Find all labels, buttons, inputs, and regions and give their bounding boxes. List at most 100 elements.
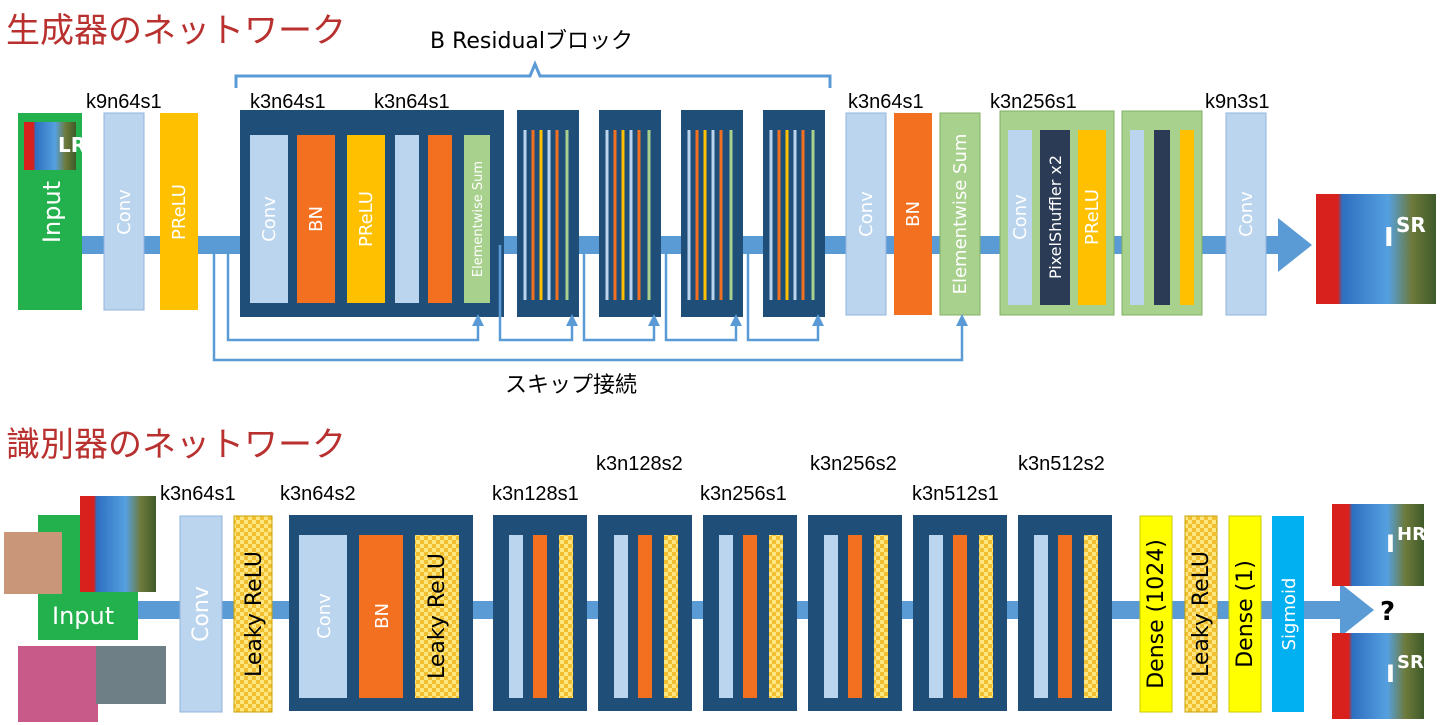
gen-residual-block-5 <box>763 110 825 317</box>
gen-residual-block-4 <box>681 110 743 317</box>
disc-leaky-head <box>1184 515 1218 713</box>
gen-up-prelu-label: PReLU <box>1082 189 1103 245</box>
disc-sr-i-letter: I <box>1386 660 1395 688</box>
gen-up2-conv <box>1130 130 1144 305</box>
disc-hr-label: HR <box>1397 524 1426 545</box>
disc-kernel-5: k3n256s1 <box>700 483 787 505</box>
disc-sigmoid-label: Sigmoid <box>1279 578 1300 651</box>
gen-input-lr-label: LR <box>58 133 86 157</box>
disc-sr-label: SR <box>1397 652 1424 673</box>
generator-title: 生成器のネットワーク <box>6 11 346 51</box>
disc-dense-1024 <box>1139 515 1173 713</box>
disc-flow-arrowhead <box>1340 583 1374 637</box>
gen-prelu-first-label: PReLU <box>169 184 190 240</box>
gen-flow-arrowhead <box>1278 218 1312 272</box>
gen-input-label: Input <box>38 181 66 243</box>
disc-question-mark: ? <box>1380 597 1395 627</box>
gen-kernel-final-conv: k9n3s1 <box>1205 91 1270 113</box>
gen-output-sr-image <box>1316 194 1436 304</box>
disc-block-2 <box>493 515 587 711</box>
gen-up2-pixelshuffler <box>1154 130 1170 305</box>
gen-final-conv <box>1225 112 1267 316</box>
gen-up-pixelshuffler <box>1040 130 1070 305</box>
residual-block-label: B Residualブロック <box>430 29 633 54</box>
residual-brace <box>234 60 832 88</box>
gen-res-bn2 <box>428 135 452 303</box>
gen-post-bn-label: BN <box>903 201 924 227</box>
gen-conv-first <box>103 112 145 311</box>
disc-kernel-8: k3n512s2 <box>1018 453 1105 475</box>
skip-connection-label: スキップ接続 <box>505 373 637 398</box>
discriminator-title: 識別器のネットワーク <box>6 425 346 465</box>
disc-hr-image <box>1332 504 1424 586</box>
disc-block-conv-label: Conv <box>314 593 335 639</box>
disc-kernel-3: k3n128s1 <box>492 483 579 505</box>
disc-dense-1-label: Dense (1) <box>1233 560 1258 668</box>
gen-skip-arrowheads <box>472 314 968 326</box>
disc-input-portrait-image <box>4 532 62 594</box>
gen-residual-block-2 <box>517 110 579 317</box>
gen-up2-prelu <box>1180 130 1194 305</box>
gen-post-conv <box>845 112 887 316</box>
gen-kernel-upsample: k3n256s1 <box>990 91 1077 113</box>
disc-leaky-first <box>233 515 273 713</box>
disc-sr-image <box>1332 633 1424 719</box>
gen-res-conv <box>250 135 288 303</box>
disc-block-4 <box>703 515 797 711</box>
disc-input-boat-image <box>96 646 166 704</box>
gen-output-sr-label: SR <box>1396 213 1426 237</box>
gen-up-conv-label: Conv <box>1010 194 1031 240</box>
disc-kernel-2: k3n64s2 <box>280 483 356 505</box>
disc-block-6 <box>913 515 1007 711</box>
gen-res-sum <box>464 135 490 303</box>
gen-residual-block-3 <box>599 110 661 317</box>
gen-up-pixelshuffler-label: PixelShuffler x2 <box>1046 155 1065 279</box>
gen-kernel-res-conv2: k3n64s1 <box>374 91 450 113</box>
gen-post-sum-label: Elementwise Sum <box>950 134 971 295</box>
disc-input-mandrill-image <box>80 496 156 592</box>
disc-block-7 <box>1018 515 1112 711</box>
gen-post-bn <box>894 113 932 315</box>
disc-kernel-6: k3n256s2 <box>810 453 897 475</box>
gen-res-prelu-label: PReLU <box>356 191 377 247</box>
gen-res-bn <box>297 135 335 303</box>
gen-input-lr-image <box>24 122 76 170</box>
disc-block-3 <box>598 515 692 711</box>
gen-kernel-post-conv: k3n64s1 <box>848 91 924 113</box>
gen-kernel-first-conv: k9n64s1 <box>86 91 162 113</box>
disc-hr-i-letter: I <box>1386 530 1395 558</box>
gen-res-conv-label: Conv <box>259 196 280 242</box>
gen-res-conv2 <box>395 135 419 303</box>
disc-block-leaky <box>415 535 459 698</box>
gen-up-prelu <box>1078 130 1106 305</box>
gen-kernel-res-conv1: k3n64s1 <box>250 91 326 113</box>
disc-block-bn <box>359 535 403 698</box>
gen-res-sum-label: Elementwise Sum <box>471 161 486 277</box>
gen-res-prelu <box>347 135 385 303</box>
disc-input-flower-image <box>18 646 98 722</box>
disc-conv-first <box>179 515 223 713</box>
disc-leaky-head-label: Leaky ReLU <box>1189 551 1214 677</box>
disc-block-leaky-label: Leaky ReLU <box>425 553 450 679</box>
disc-dense-1024-label: Dense (1024) <box>1144 539 1169 689</box>
disc-kernel-7: k3n512s1 <box>912 483 999 505</box>
disc-kernel-1: k3n64s1 <box>160 483 236 505</box>
disc-conv-first-label: Conv <box>189 586 214 642</box>
disc-input-label: Input <box>52 602 114 630</box>
disc-block-5 <box>808 515 902 711</box>
gen-final-conv-label: Conv <box>1236 191 1257 237</box>
gen-conv-first-label: Conv <box>114 189 135 235</box>
gen-post-sum <box>939 112 981 316</box>
disc-block-bn-label: BN <box>372 603 393 629</box>
disc-kernel-4: k3n128s2 <box>596 453 683 475</box>
disc-leaky-first-label: Leaky ReLU <box>242 551 267 677</box>
disc-block-conv <box>299 535 347 698</box>
disc-dense-1 <box>1228 515 1262 713</box>
gen-prelu-first <box>160 113 198 310</box>
gen-up-conv <box>1008 130 1032 305</box>
gen-res-bn-label: BN <box>306 206 327 232</box>
gen-skip-connections <box>212 245 964 362</box>
disc-sigmoid <box>1272 516 1304 712</box>
gen-output-i-letter: I <box>1384 223 1394 253</box>
